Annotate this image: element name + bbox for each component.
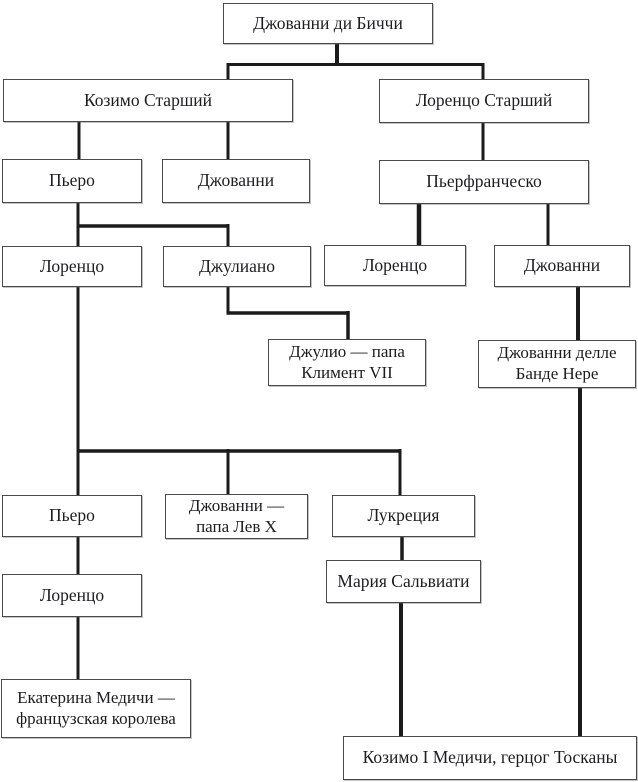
node-lucrezia: Лукреция xyxy=(332,495,475,537)
node-lorenzo-2: Лоренцо xyxy=(324,245,466,286)
node-cosimo-i: Козимо I Медичи, герцог Тосканы xyxy=(343,736,637,780)
node-piero-2: Пьеро xyxy=(2,495,142,537)
node-lorenzo-magnificent: Лоренцо xyxy=(2,246,142,287)
node-giulio-clement-vii: Джулио — папа Климент VII xyxy=(268,339,426,386)
node-pierfrancesco: Пьерфранческо xyxy=(379,160,589,204)
node-maria-salviati: Мария Сальвиати xyxy=(326,560,481,603)
node-catherine-de-medici: Екатерина Медичи — французская королева xyxy=(1,679,191,738)
node-giuliano: Джулиано xyxy=(163,246,311,287)
node-giovanni-leo-x: Джованни — папа Лев X xyxy=(165,494,308,539)
node-giovanni-1: Джованни xyxy=(162,159,310,203)
node-cosimo-elder: Козимо Старший xyxy=(3,79,293,122)
node-piero-1: Пьеро xyxy=(2,159,142,203)
node-lorenzo-elder: Лоренцо Старший xyxy=(379,79,589,123)
node-lorenzo-3: Лоренцо xyxy=(2,574,142,617)
node-giovanni-bande-nere: Джованни делле Банде Нере xyxy=(478,340,636,388)
node-giovanni-2: Джованни xyxy=(494,245,630,287)
node-giovanni-di-bicci: Джованни ди Биччи xyxy=(223,3,433,44)
